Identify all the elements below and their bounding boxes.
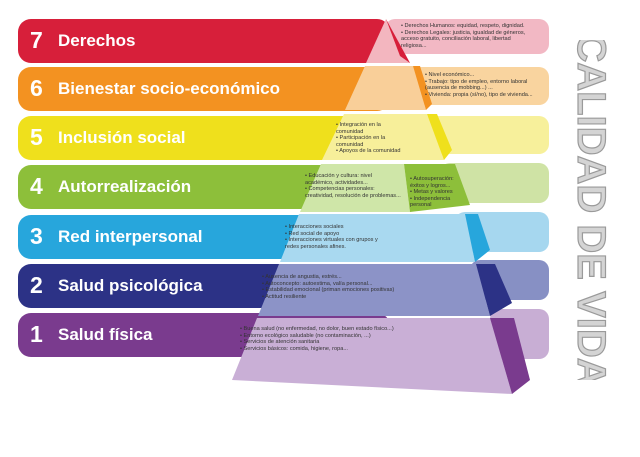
pyramid-level-4-face — [300, 164, 410, 212]
level-4-number: 4 — [30, 173, 43, 199]
pyramid-level-4-side — [404, 164, 470, 212]
pyramid-level-5-side — [427, 114, 452, 160]
pyramid-level-3-side — [465, 214, 490, 262]
band-4-extension — [440, 163, 549, 203]
level-4-title: Autorrealización — [58, 177, 192, 196]
level-3-number: 3 — [30, 223, 43, 249]
band-7-extension — [385, 19, 549, 54]
pyramid-level-2-side — [476, 264, 512, 316]
band-4-bar — [18, 165, 390, 209]
note-autorrealizacion: • Educación y cultura: nivel académico, … — [305, 173, 401, 199]
level-2-title: Salud psicológica — [58, 276, 203, 295]
band-5-extension — [420, 116, 549, 154]
side-title: CALIDAD DE VIDA — [569, 40, 613, 380]
pyramid-level-5-face — [322, 114, 444, 160]
note-autorrealizacion-side: • Autosuperación: éxitos y logros...• Me… — [410, 176, 454, 209]
pyramid-level-1-face — [232, 318, 512, 394]
level-3-title: Red interpersonal — [58, 227, 203, 246]
note-derechos: • Derechos Humanos: equidad, respeto, di… — [401, 23, 526, 49]
band-5-bar — [18, 116, 390, 160]
note-salud-fisica: • Buena salud (no enfermedad, no dolor, … — [240, 326, 394, 352]
note-bienestar: • Nivel económico...• Trabajo: tipo de e… — [425, 72, 533, 98]
pyramid-level-6-face — [345, 66, 426, 110]
note-inclusion: • Integración en la comunidad• Participa… — [336, 122, 401, 155]
level-6-title: Bienestar socio-económico — [58, 79, 281, 98]
pyramid-level-3-face — [280, 214, 475, 262]
band-6-extension — [400, 67, 549, 105]
pyramid-level-2-face — [258, 264, 490, 316]
pyramid-level-1-side — [490, 318, 530, 394]
level-7-title: Derechos — [58, 31, 136, 50]
level-5-number: 5 — [30, 124, 43, 150]
level-1-number: 1 — [30, 321, 43, 347]
level-5-title: Inclusión social — [58, 128, 186, 147]
band-7-bar — [18, 19, 390, 63]
level-6-number: 6 — [30, 75, 43, 101]
level-2-number: 2 — [30, 272, 43, 298]
side-title-graphic: CALIDAD DE VIDA — [568, 40, 613, 380]
note-salud-psicologica: • Ausencia de angustia, estrés...• Autoc… — [262, 274, 395, 300]
pyramid-level-6-side — [413, 66, 432, 110]
level-1-title: Salud física — [58, 325, 153, 344]
level-7-number: 7 — [30, 27, 43, 53]
note-red: • Interacciones sociales• Red social de … — [285, 224, 378, 250]
pyramid-level-7-side — [386, 19, 410, 63]
band-6-bar — [18, 67, 390, 111]
